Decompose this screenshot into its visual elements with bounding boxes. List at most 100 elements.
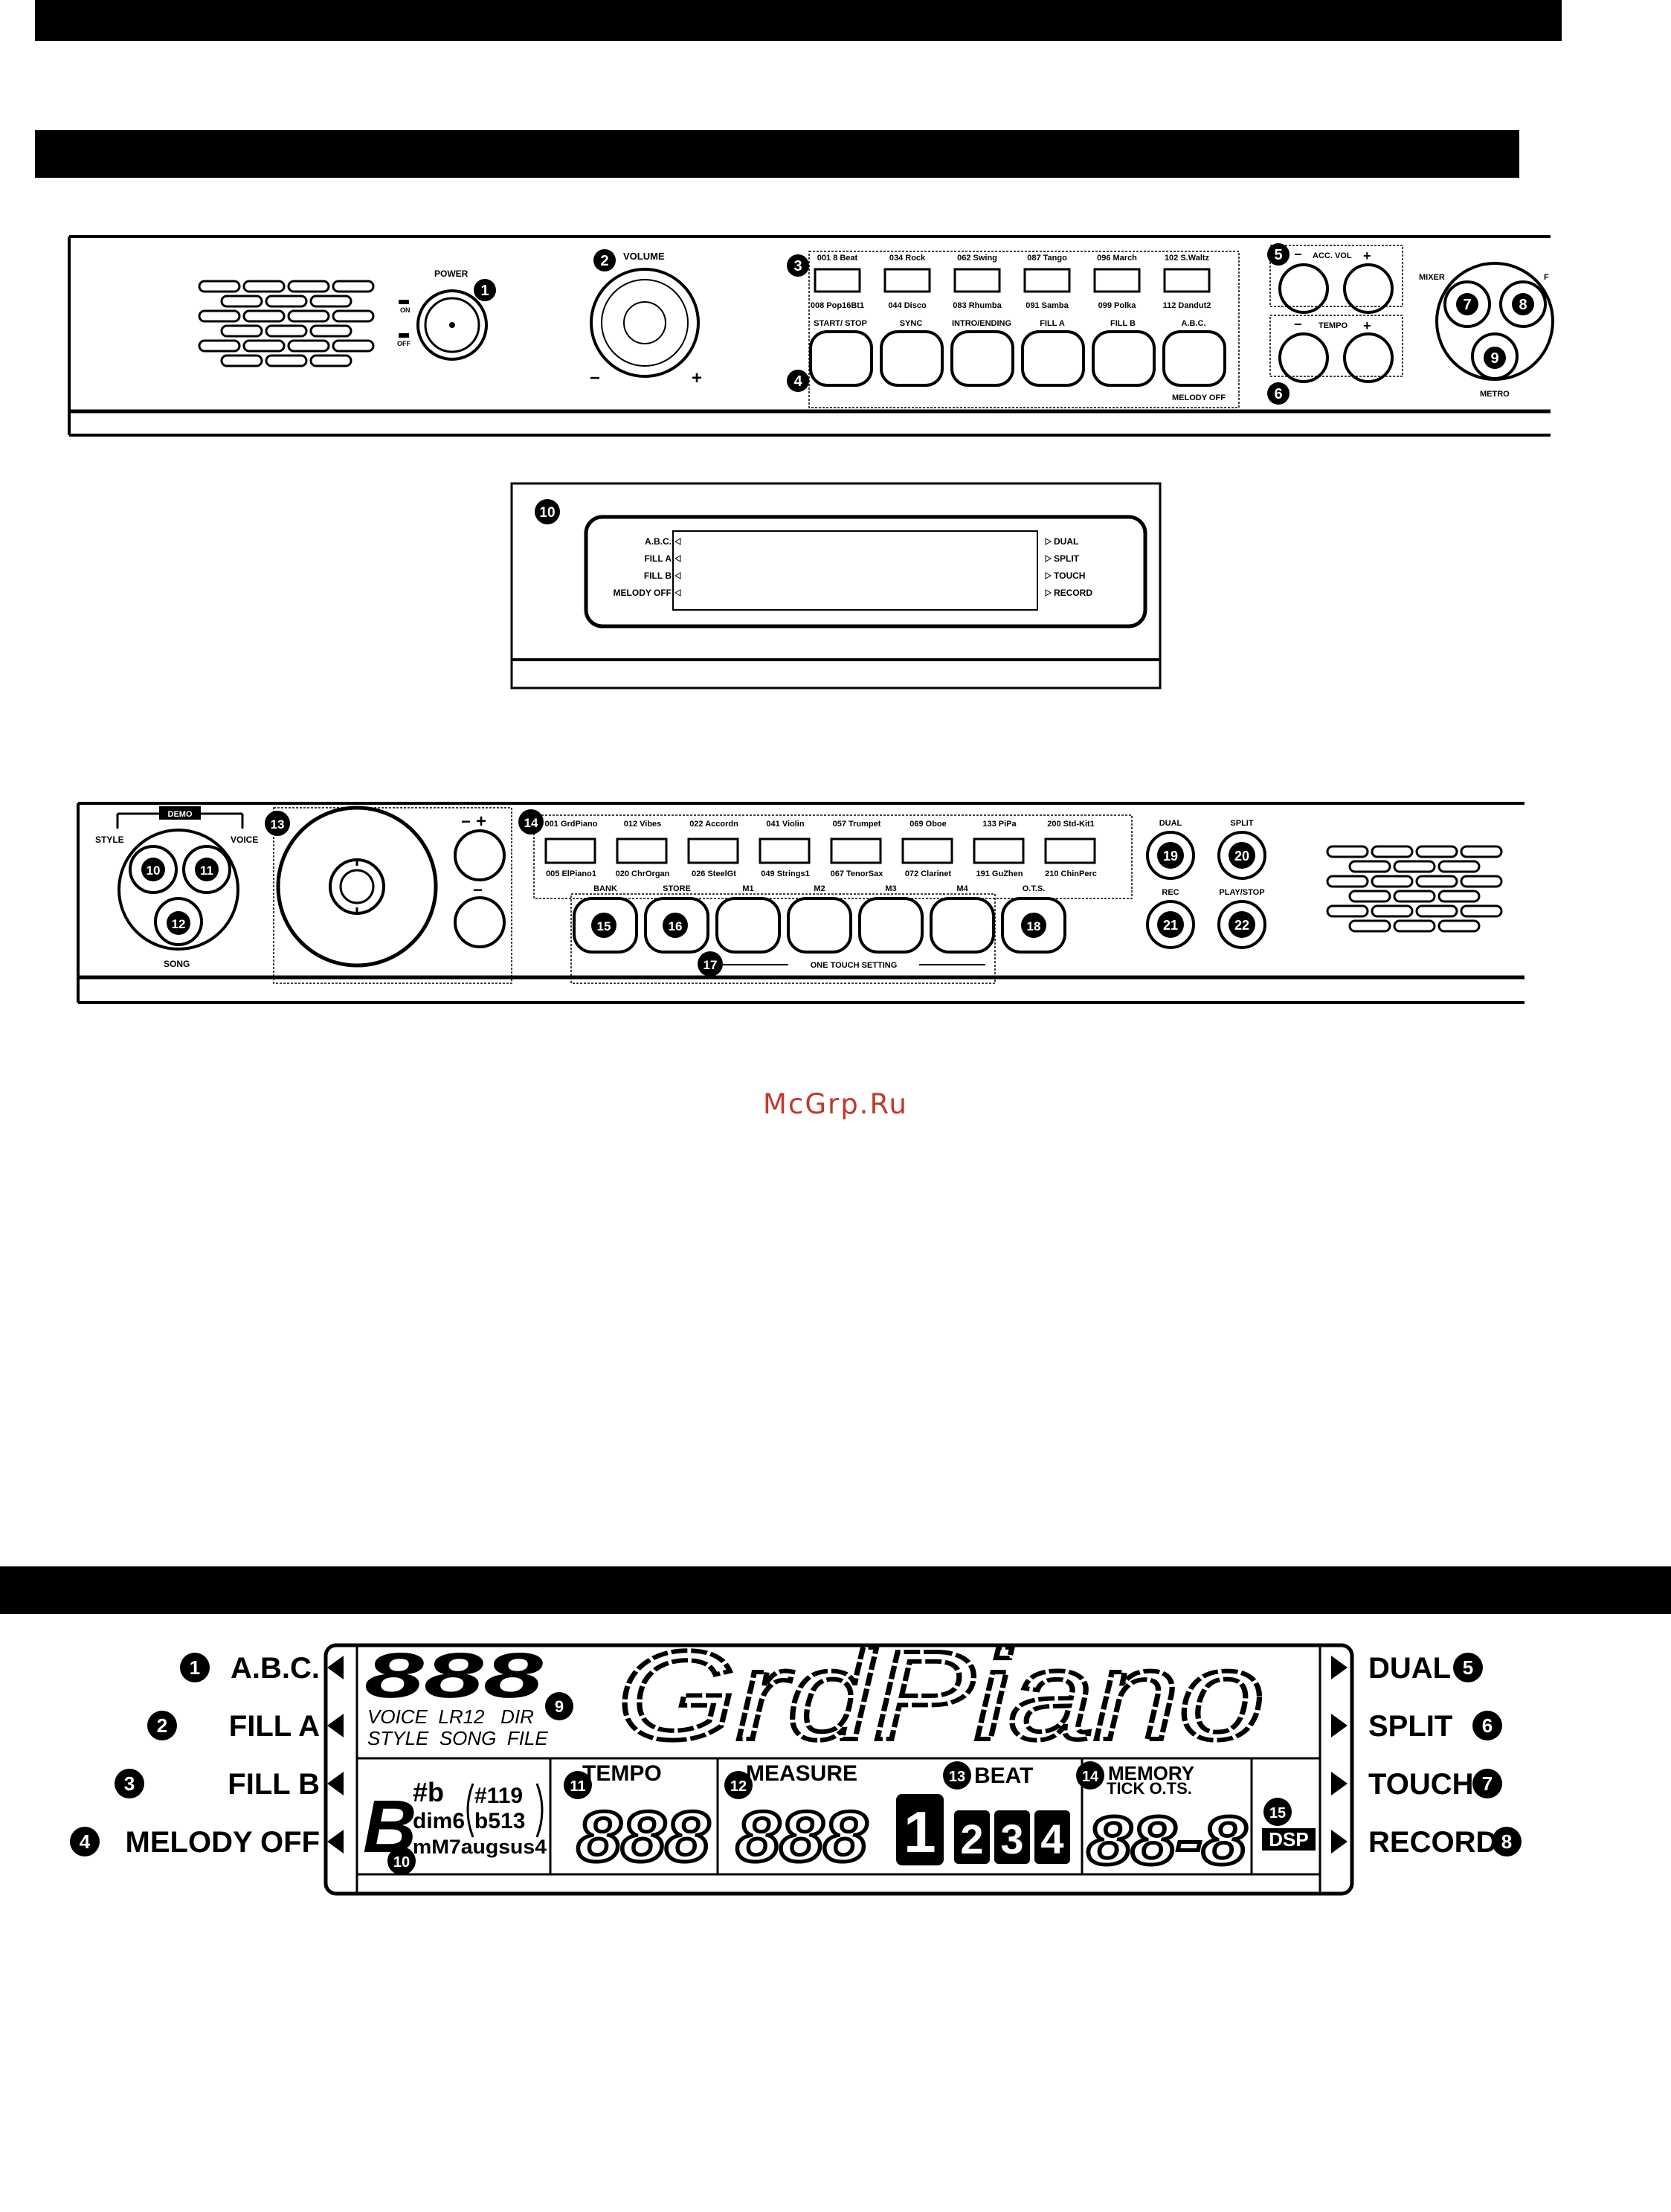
lcd-left-callout-num: 2 <box>157 1714 167 1737</box>
acc-vol-minus-button[interactable] <box>1278 263 1329 314</box>
memory-button[interactable] <box>930 897 995 954</box>
callout-lcd-11 <box>564 1771 592 1799</box>
round-button-label: PLAY/STOP <box>1219 888 1264 897</box>
control-button[interactable] <box>950 330 1014 387</box>
round-button-label: DUAL <box>1159 819 1182 828</box>
control-button[interactable] <box>880 330 944 387</box>
lcd-right-label: SPLIT <box>1368 1710 1452 1743</box>
small-display-right-label: RECORD <box>1054 588 1092 598</box>
svg-text:17: 17 <box>704 958 718 972</box>
acc-vol-plus-button[interactable] <box>1343 263 1394 314</box>
control-button[interactable] <box>1092 330 1156 387</box>
voice-button[interactable] <box>901 837 953 864</box>
control-button[interactable] <box>809 330 873 387</box>
svg-text:5: 5 <box>1274 247 1282 263</box>
mixer-button-7[interactable] <box>1443 280 1491 328</box>
style-button[interactable] <box>1163 268 1211 293</box>
round-button[interactable] <box>1217 900 1266 949</box>
tempo-minus-button[interactable] <box>1278 332 1329 383</box>
power-button[interactable] <box>416 289 488 361</box>
memory-label: O.T.S. <box>1023 884 1046 893</box>
mixer-button-9[interactable] <box>1471 332 1519 380</box>
voice-button[interactable] <box>973 837 1025 864</box>
svg-text:10: 10 <box>393 1854 410 1871</box>
style-bottom-label: 091 Samba <box>1026 301 1069 310</box>
voice-button[interactable] <box>1044 837 1096 864</box>
dial-minus-button[interactable] <box>454 896 506 948</box>
lcd-chord-sharpflat: #b <box>413 1777 444 1807</box>
lcd-measure-value: 888 <box>736 1797 868 1877</box>
style-button[interactable] <box>883 268 931 293</box>
memory-button[interactable] <box>787 897 852 954</box>
second-panel-diagram: DEMO STYLE VOICE 10 11 12 SONG 13 − + − … <box>77 802 1524 1004</box>
callout-4 <box>787 370 809 392</box>
memory-button[interactable] <box>573 897 638 954</box>
voice-button[interactable] <box>182 845 231 894</box>
voice-top-label: 200 Std-Kit1 <box>1047 820 1095 829</box>
lcd-digits: 888 <box>364 1640 543 1711</box>
song-button[interactable] <box>154 897 203 946</box>
round-button[interactable] <box>1146 831 1195 880</box>
data-dial[interactable] <box>276 806 438 968</box>
svg-text:+: + <box>1363 248 1371 263</box>
voice-top-label: 069 Oboe <box>909 820 947 829</box>
memory-button[interactable] <box>715 897 781 954</box>
lcd-beat-label: BEAT <box>974 1764 1033 1788</box>
voice-button[interactable] <box>830 837 882 864</box>
voice-button[interactable] <box>616 837 668 864</box>
voice-button[interactable] <box>687 837 739 864</box>
small-display-left-label: FILL A <box>644 553 672 564</box>
small-display-left-label: MELODY OFF <box>614 588 672 598</box>
style-button[interactable] <box>1093 268 1141 293</box>
tempo-plus-button[interactable] <box>1343 332 1394 383</box>
memory-button[interactable] <box>858 897 924 954</box>
svg-text:−: − <box>461 812 471 831</box>
volume-knob[interactable] <box>590 268 700 378</box>
memory-callout-num: 15 <box>597 919 611 933</box>
header-bar-top <box>35 0 1562 41</box>
voice-button[interactable] <box>544 837 596 864</box>
voice-top-label: 012 Vibes <box>624 820 662 829</box>
lcd-left-callout <box>70 1827 100 1856</box>
svg-text:−: − <box>473 881 483 899</box>
control-button[interactable] <box>1162 330 1226 387</box>
small-display-right-label: SPLIT <box>1054 553 1080 564</box>
control-button[interactable] <box>1021 330 1085 387</box>
dial-plus-button[interactable] <box>454 829 506 881</box>
beat-number: 2 <box>960 1816 983 1862</box>
acc-vol-label: ACC. VOL <box>1313 251 1352 260</box>
memory-button[interactable] <box>644 897 709 954</box>
memory-button[interactable] <box>1001 897 1066 954</box>
memory-label: BANK <box>593 884 617 893</box>
mixer-button-8[interactable] <box>1499 280 1547 328</box>
round-button[interactable] <box>1146 900 1195 949</box>
power-on-label: ON <box>400 306 410 314</box>
voice-bottom-label: 191 GuZhen <box>976 869 1023 878</box>
lcd-right-arrow <box>1331 1772 1348 1795</box>
svg-text:11: 11 <box>570 1778 585 1795</box>
front-panel-diagram: POWER ON OFF 1 2 VOLUME − + 3 001 8 Beat… <box>68 235 1554 437</box>
header-bar-section <box>35 130 1519 178</box>
round-button-label: SPLIT <box>1230 819 1253 828</box>
voice-button[interactable] <box>759 837 811 864</box>
lcd-tempo-value: 888 <box>577 1797 710 1877</box>
memory-callout-num: 16 <box>669 919 683 933</box>
svg-text:11: 11 <box>200 864 213 878</box>
small-display-left-label: A.B.C. <box>645 536 672 547</box>
style-bottom-label: 112 Dandut2 <box>1163 301 1211 310</box>
style-button[interactable] <box>953 268 1001 293</box>
style-button[interactable] <box>814 268 861 293</box>
round-button[interactable] <box>1217 831 1266 880</box>
style-bottom-label: 099 Polka <box>1098 301 1137 310</box>
indicator-arrow <box>674 572 681 579</box>
style-button[interactable] <box>1023 268 1071 293</box>
lcd-left-label: MELODY OFF <box>126 1826 320 1859</box>
mixer-label: MIXER <box>1419 273 1445 282</box>
style-button[interactable] <box>129 845 178 894</box>
one-touch-setting-label: ONE TOUCH SETTING <box>811 961 898 970</box>
